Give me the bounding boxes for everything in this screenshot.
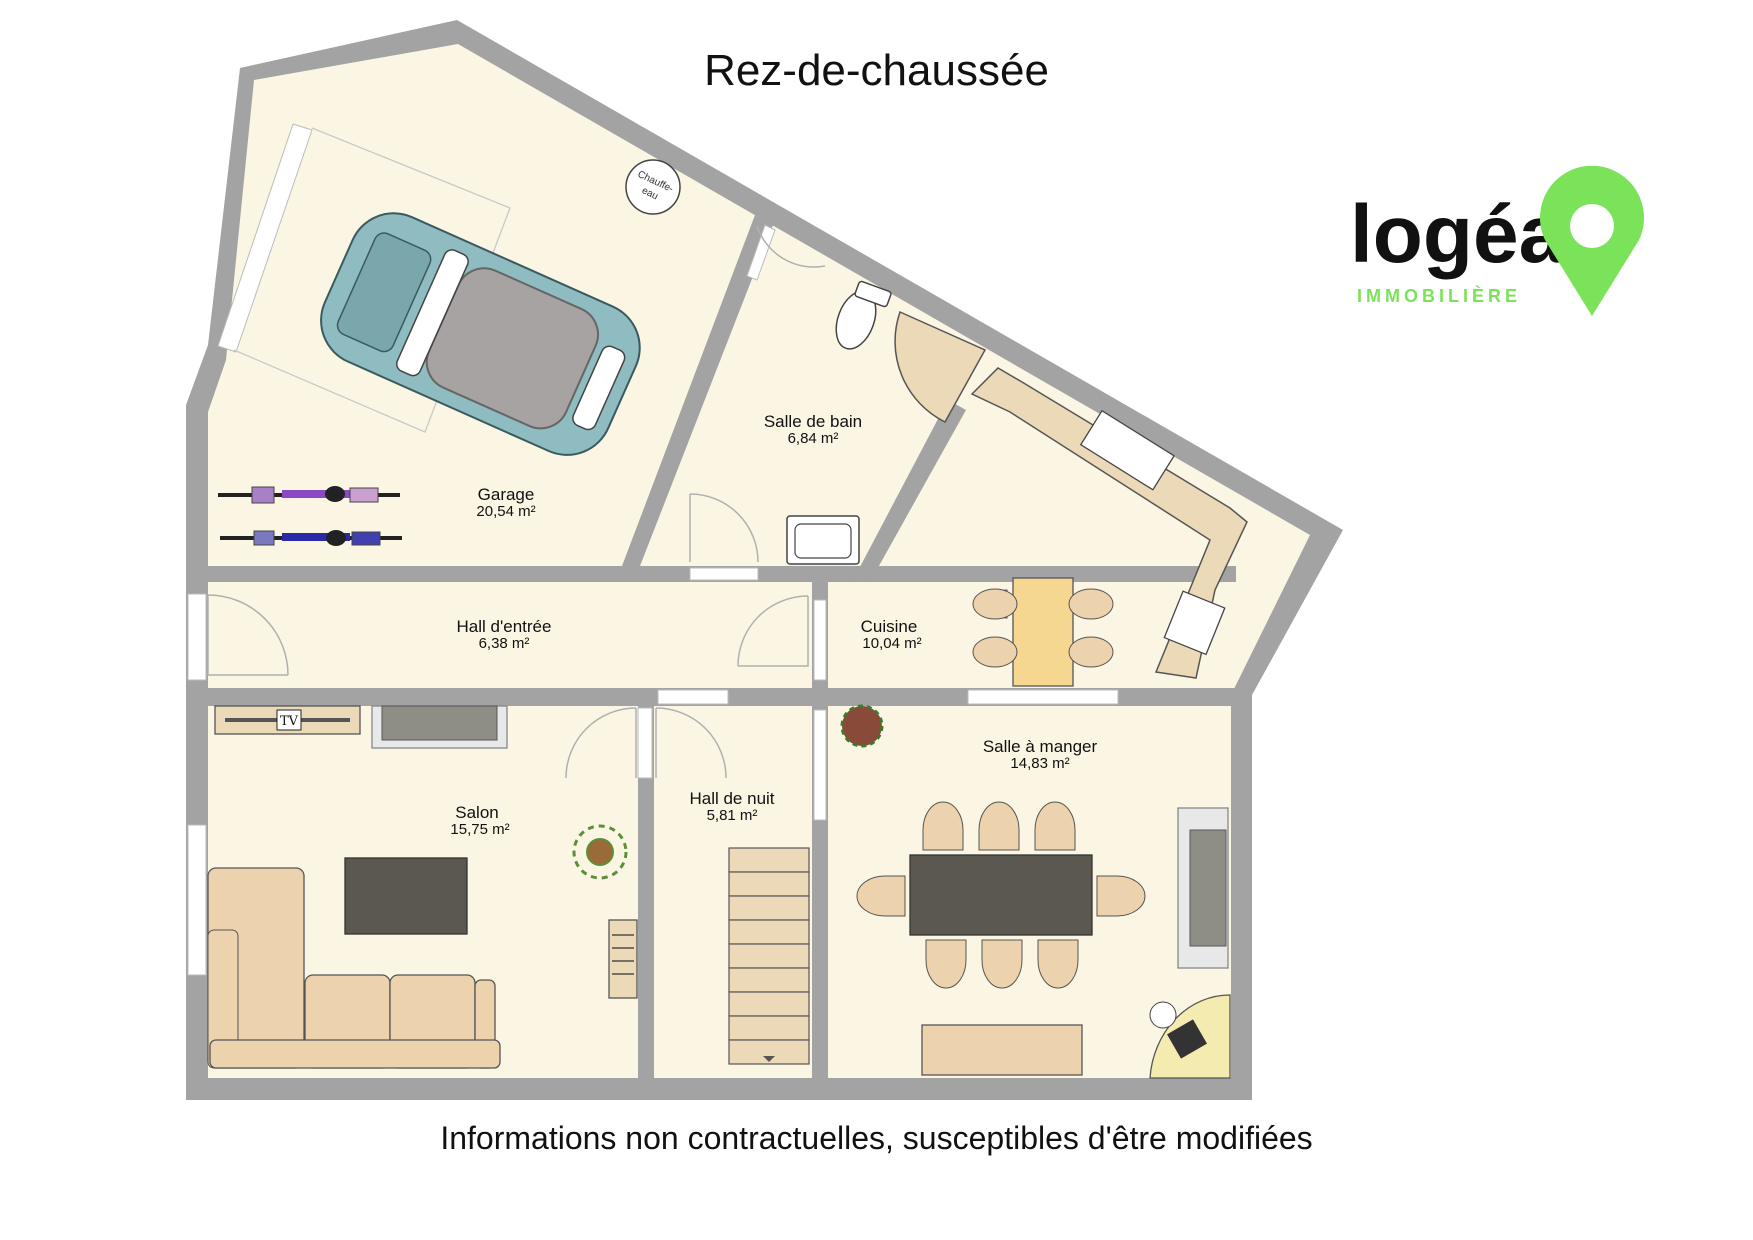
room-area: 10,04 m² — [862, 635, 921, 652]
salon-furniture: TV — [207, 705, 638, 1069]
windows — [187, 123, 1119, 976]
logo-subtitle: IMMOBILIÈRE — [1357, 285, 1521, 306]
car — [320, 212, 641, 456]
room-label-bathroom: Salle de bain 6,84 m² — [764, 412, 862, 447]
kitchen-counter — [970, 367, 1248, 679]
stairs — [728, 847, 810, 1065]
room-label-entrance-hall: Hall d'entrée 6,38 m² — [457, 617, 552, 652]
disclaimer: Informations non contractuelles, suscept… — [440, 1120, 1313, 1156]
room-name: Cuisine — [861, 617, 918, 636]
room-name: Hall de nuit — [689, 789, 774, 808]
room-name: Salle à manger — [983, 737, 1098, 756]
plan-title: Rez-de-chaussée — [704, 46, 1049, 95]
room-area: 15,75 m² — [450, 821, 509, 838]
logo: logéa IMMOBILIÈRE — [1350, 165, 1645, 316]
room-label-night-hall: Hall de nuit 5,81 m² — [689, 789, 774, 824]
map-pin-icon — [1540, 165, 1645, 316]
room-area: 14,83 m² — [1010, 755, 1069, 772]
room-label-living-room: Salon 15,75 m² — [450, 803, 509, 838]
interior-walls — [186, 215, 1252, 1088]
logo-name: logéa — [1350, 189, 1566, 280]
room-label-dining-room: Salle à manger 14,83 m² — [983, 737, 1098, 772]
room-area: 6,38 m² — [479, 635, 530, 652]
room-area: 20,54 m² — [476, 503, 535, 520]
tv-label: TV — [280, 714, 299, 729]
room-name: Salon — [455, 803, 498, 822]
kitchen-table — [972, 577, 1114, 687]
door-swings — [207, 225, 826, 779]
room-label-kitchen: Cuisine 10,04 m² — [861, 617, 922, 652]
room-name: Salle de bain — [764, 412, 862, 431]
room-name: Garage — [478, 485, 535, 504]
dining-furniture — [840, 704, 1231, 1079]
bathroom-fixtures — [786, 280, 987, 565]
room-area: 5,81 m² — [707, 807, 758, 824]
room-name: Hall d'entrée — [457, 617, 552, 636]
room-area: 6,84 m² — [788, 430, 839, 447]
room-label-garage: Garage 20,54 m² — [476, 485, 535, 520]
water-heater: Chauffe- eau — [625, 159, 681, 215]
bicycles — [218, 486, 402, 546]
stairs-arrow — [763, 1056, 775, 1062]
